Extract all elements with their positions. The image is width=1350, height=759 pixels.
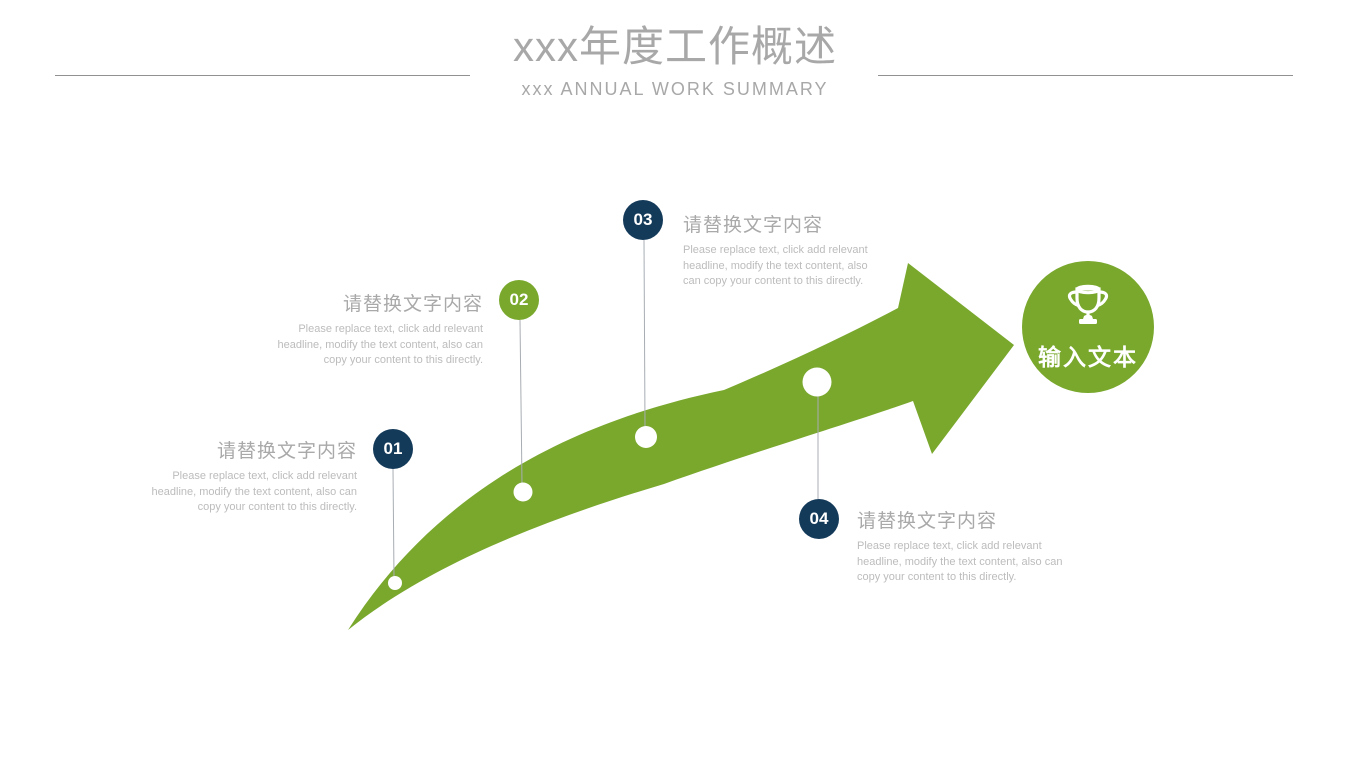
milestone-dot: [802, 367, 832, 397]
badge-03: 03: [623, 200, 663, 240]
connector-line: [519, 319, 523, 485]
milestone-body-line: Please replace text, click add relevant: [683, 244, 868, 256]
milestone-heading: 请替换文字内容: [857, 511, 998, 532]
milestone-body-line: Please replace text, click add relevant: [172, 470, 357, 482]
milestone-dot: [513, 482, 533, 502]
connector-line: [643, 239, 646, 428]
milestone-block-03: 请替换文字内容 Please replace text, click add r…: [683, 215, 963, 290]
milestone-block-04: 请替换文字内容 Please replace text, click add r…: [857, 511, 1137, 586]
milestone-body-line: copy your content to this directly.: [323, 354, 483, 366]
milestone-heading: 请替换文字内容: [216, 441, 357, 462]
milestone-block-01: 请替换文字内容 Please replace text, click add r…: [77, 441, 357, 516]
header-rule-right: [878, 75, 1293, 76]
milestone-body-line: Please replace text, click add relevant: [298, 323, 483, 335]
connector-line: [392, 468, 395, 578]
milestone-dot: [388, 576, 402, 590]
milestone-body-line: headline, modify the text content, also …: [151, 485, 357, 498]
badge-02: 02: [499, 280, 539, 320]
milestone-dot: [635, 426, 657, 448]
goal-label: 输入文本: [1038, 343, 1138, 370]
goal-circle: 输入文本: [1022, 261, 1154, 393]
badge-01: 01: [373, 429, 413, 469]
milestone-body-line: copy your content to this directly.: [197, 501, 357, 513]
milestone-body-line: headline, modify the text content, also …: [857, 555, 1063, 568]
page-subtitle: xxx ANNUAL WORK SUMMARY: [521, 79, 829, 99]
milestone-heading: 请替换文字内容: [342, 294, 483, 315]
milestone-body-line: headline, modify the text content, also …: [277, 338, 483, 351]
milestone-body-line: can copy your content to this directly.: [683, 275, 864, 287]
header-rule-left: [55, 75, 470, 76]
milestone-body-line: copy your content to this directly.: [857, 571, 1017, 583]
page-title: xxx年度工作概述: [512, 23, 837, 70]
milestone-body-line: Please replace text, click add relevant: [857, 540, 1042, 552]
milestone-body-line: headline, modify the text content, also: [683, 259, 868, 272]
badge-04: 04: [799, 499, 839, 539]
growth-arrow: [348, 263, 1014, 630]
milestone-heading: 请替换文字内容: [683, 215, 824, 236]
milestone-block-02: 请替换文字内容 Please replace text, click add r…: [203, 294, 483, 369]
trophy-icon: [1063, 283, 1113, 332]
